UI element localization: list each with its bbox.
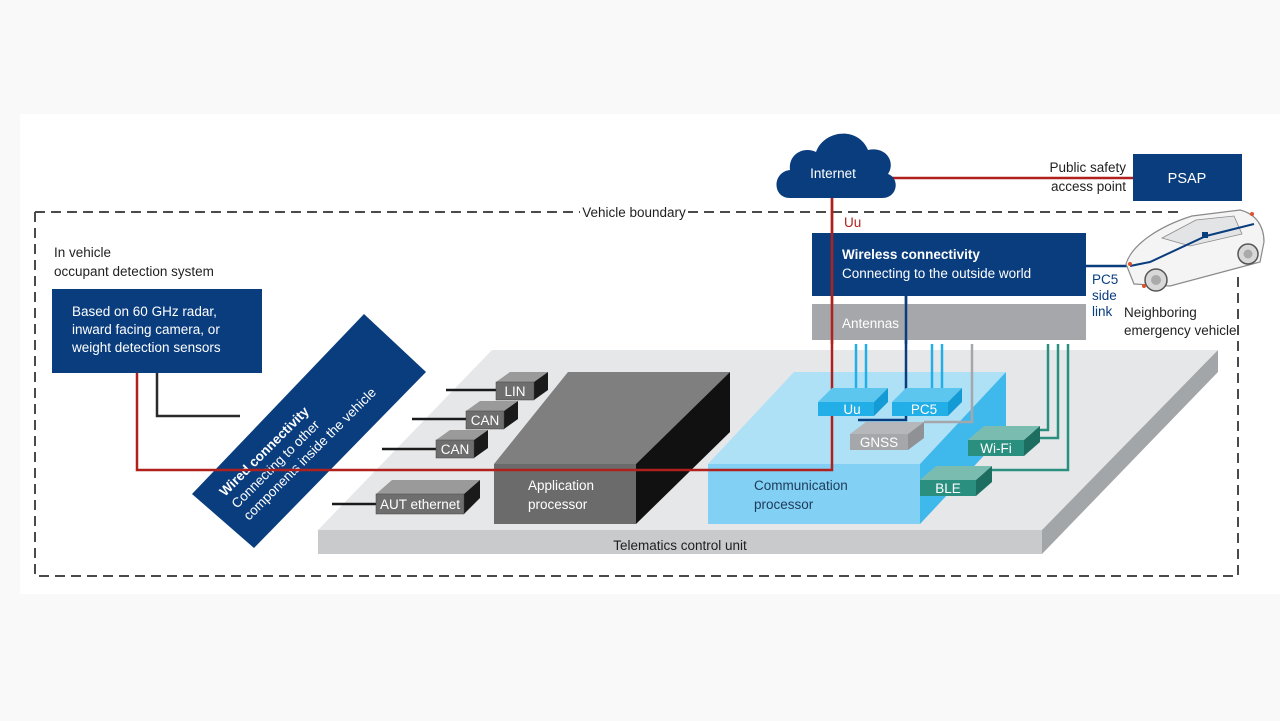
vehicle-boundary-label: Vehicle boundary	[582, 205, 686, 220]
application-processor[interactable]: Application processor	[494, 372, 730, 524]
sidelink-label: PC5 side link	[1092, 272, 1118, 319]
uu-radio-chip[interactable]: Uu	[818, 388, 888, 417]
psap-box[interactable]	[1133, 154, 1242, 201]
neighbor-vehicle-label: Neighboring emergency vehicle	[1124, 305, 1237, 338]
app-processor-line1: Application	[528, 478, 594, 493]
gnss-radio-label: GNSS	[860, 435, 898, 450]
antennas-label: Antennas	[842, 316, 899, 331]
wireless-connectivity-box[interactable]: Wireless connectivity Connecting to the …	[812, 233, 1086, 296]
pc5-radio-label: PC5	[911, 402, 937, 417]
uu-radio-label: Uu	[843, 402, 860, 417]
comm-processor-line2: processor	[754, 497, 814, 512]
svg-text:Neighboring: Neighboring	[1124, 305, 1197, 320]
psap-label: PSAP	[1168, 171, 1207, 187]
wifi-radio-label: Wi-Fi	[980, 441, 1011, 456]
bus-can-label-1: CAN	[471, 413, 500, 428]
svg-text:PC5: PC5	[1092, 272, 1118, 287]
internet-label: Internet	[810, 166, 856, 181]
occupant-title-line2: occupant detection system	[54, 264, 214, 279]
svg-text:emergency vehicle: emergency vehicle	[1124, 323, 1237, 338]
ble-radio-chip[interactable]: BLE	[920, 466, 992, 496]
svg-text:side: side	[1092, 288, 1117, 303]
wireless-title: Wireless connectivity	[842, 247, 980, 262]
bus-lin-chip[interactable]: LIN	[495, 372, 548, 401]
bus-can-chip-1[interactable]: CAN	[465, 401, 518, 430]
comm-processor-line1: Communication	[754, 478, 848, 493]
diagram-canvas: Vehicle boundary Telematics control unit…	[20, 114, 1280, 594]
antennas-bar[interactable]: Antennas	[812, 304, 1086, 340]
uu-link-label: Uu	[844, 215, 861, 230]
tcu-label: Telematics control unit	[613, 538, 747, 553]
wireless-subtitle: Connecting to the outside world	[842, 266, 1031, 281]
occupant-box-line3: weight detection sensors	[71, 340, 221, 355]
occupant-detection: In vehicle occupant detection system Bas…	[52, 245, 262, 373]
app-processor-line2: processor	[528, 497, 588, 512]
svg-text:link: link	[1092, 304, 1113, 319]
cloud-icon	[776, 133, 896, 198]
diagram-svg: Vehicle boundary Telematics control unit…	[34, 133, 1265, 577]
gnss-radio-chip[interactable]: GNSS	[850, 422, 924, 450]
occupant-title-line1: In vehicle	[54, 245, 111, 260]
bus-can-label-2: CAN	[441, 442, 470, 457]
bus-can-chip-2[interactable]: CAN	[435, 430, 488, 459]
bus-lin-label: LIN	[504, 384, 525, 399]
vehicle-boundary: Vehicle boundary	[34, 205, 1239, 577]
internet-cloud[interactable]: Internet	[776, 133, 896, 198]
ble-radio-label: BLE	[935, 481, 961, 496]
occupant-box-line2: inward facing camera, or	[72, 322, 220, 337]
psap-caption-line1: Public safety	[1049, 160, 1126, 175]
psap[interactable]: PSAP Public safety access point	[1049, 154, 1242, 201]
occupant-box-line1: Based on 60 GHz radar,	[72, 304, 217, 319]
wired-link-line	[155, 373, 240, 418]
bus-aut-ethernet-label: AUT ethernet	[380, 497, 460, 512]
occupant-box[interactable]	[52, 289, 262, 373]
wifi-radio-chip[interactable]: Wi-Fi	[968, 426, 1040, 456]
bus-aut-ethernet-chip[interactable]: AUT ethernet	[375, 480, 480, 515]
psap-caption-line2: access point	[1051, 179, 1126, 194]
bus-wires	[332, 388, 500, 506]
car-icon	[1125, 209, 1265, 292]
pc5-radio-chip[interactable]: PC5	[892, 388, 962, 417]
